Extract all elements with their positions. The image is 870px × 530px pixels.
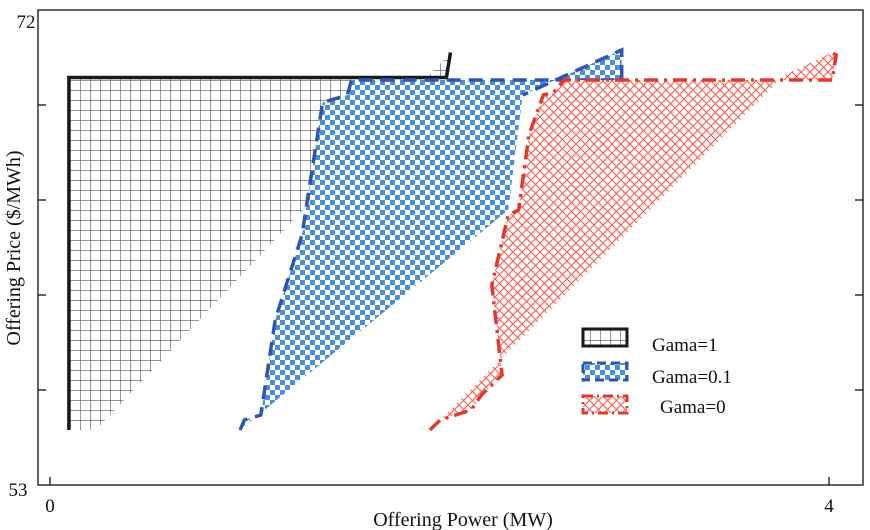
legend: Gama=1 Gama=0.1 Gama=0	[581, 327, 732, 418]
y-axis-title: Offering Price ($/MWh)	[3, 150, 25, 345]
legend-swatch-gama-0	[581, 394, 629, 415]
series-line-0	[67, 52, 453, 430]
legend-label-gama-0: Gama=0	[660, 397, 726, 418]
legend-swatch-gama-0-1	[581, 361, 629, 382]
series-area-1	[240, 50, 622, 430]
series-line-2	[428, 51, 839, 432]
y-tick-label-bottom: 53	[9, 480, 28, 501]
series-line-1	[238, 47, 624, 431]
plot-frame	[37, 9, 864, 486]
legend-swatch-gama-1	[581, 327, 629, 348]
legend-label-gama-0-1: Gama=0.1	[652, 367, 732, 388]
x-tick-label-0: 0	[45, 496, 55, 517]
y-tick-label-top: 72	[17, 12, 36, 33]
x-tick-label-1: 4	[824, 496, 834, 517]
axis-ticks	[38, 104, 863, 485]
x-axis-title: Offering Power (MW)	[373, 509, 553, 530]
series-area-2	[429, 52, 837, 430]
legend-label-gama-1: Gama=1	[652, 335, 718, 356]
plot-area	[67, 47, 839, 432]
